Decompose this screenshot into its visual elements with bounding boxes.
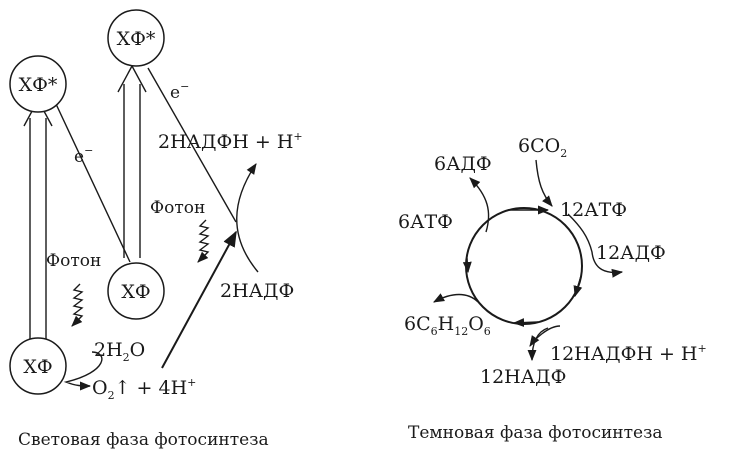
water-splitting-arrow [63, 351, 103, 391]
nadp12-label: 12НАДФ [480, 366, 566, 388]
glucose-label: 6С6Н12О6 [404, 313, 491, 338]
excitation-bar-right [117, 64, 147, 258]
electron-label-left: e− [74, 144, 93, 167]
ring-arrow-left [462, 257, 472, 274]
water-label: 2Н2О [94, 339, 145, 364]
light-phase-caption: Световая фаза фотосинтеза [18, 430, 269, 450]
calvin-cycle-ring [465, 207, 583, 325]
ring-arrow-bottom [512, 318, 539, 328]
atp12-label: 12АТФ [560, 199, 627, 221]
dark-phase: 6СО2 6АДФ 12АТФ 6АТФ 12АДФ 6С6Н12О6 12НА… [398, 135, 707, 443]
nadp-label: 2НАДФ [220, 280, 294, 302]
glucose-arrow [433, 293, 479, 303]
svg-text:ХФ*: ХФ* [19, 74, 58, 96]
photon-label-left: Фотон [46, 251, 101, 271]
dark-phase-caption: Темновая фаза фотосинтеза [408, 423, 663, 443]
nadp-reduction-arrow [236, 163, 259, 273]
adp12-label: 12АДФ [596, 242, 666, 264]
electron-label-right: e− [170, 80, 189, 103]
co2-in-arrow [535, 159, 553, 207]
chlorophyll-ground-right: ХФ [107, 262, 165, 320]
photon-label-right: Фотон [150, 198, 205, 218]
adp6-label: 6АДФ [434, 153, 492, 175]
excitation-bar-left [23, 98, 53, 340]
chlorophyll-excited-right: ХФ* [107, 9, 165, 67]
proton-arrow [161, 230, 237, 369]
electron-path-right [147, 67, 237, 223]
light-phase: ХФ* ХФ* ХФ ХФ e− e− Фотон Фотон 2НАДФН +… [9, 9, 303, 450]
atp12-arrow [567, 213, 624, 278]
electron-path-left [55, 103, 131, 263]
svg-text:ХФ: ХФ [121, 281, 150, 303]
nadph-label: 2НАДФН + Н+ [158, 130, 303, 153]
photon-wave-left [71, 283, 84, 327]
chlorophyll-excited-left: ХФ* [9, 55, 67, 113]
atp6-arrow [469, 177, 490, 233]
nadph-to-cycle [527, 327, 549, 362]
svg-text:ХФ: ХФ [23, 356, 52, 378]
chlorophyll-ground-left: ХФ [9, 337, 67, 395]
svg-text:ХФ*: ХФ* [117, 28, 156, 50]
oxygen-protons-label: О2↑ + 4Н+ [92, 376, 196, 402]
atp6-label: 6АТФ [398, 211, 453, 233]
ring-arrow-right [573, 275, 583, 298]
nadph-arrow [529, 325, 561, 347]
nadph12-label: 12НАДФН + Н+ [550, 342, 707, 365]
co2-label: 6СО2 [518, 135, 567, 160]
photon-wave-right [197, 219, 210, 263]
